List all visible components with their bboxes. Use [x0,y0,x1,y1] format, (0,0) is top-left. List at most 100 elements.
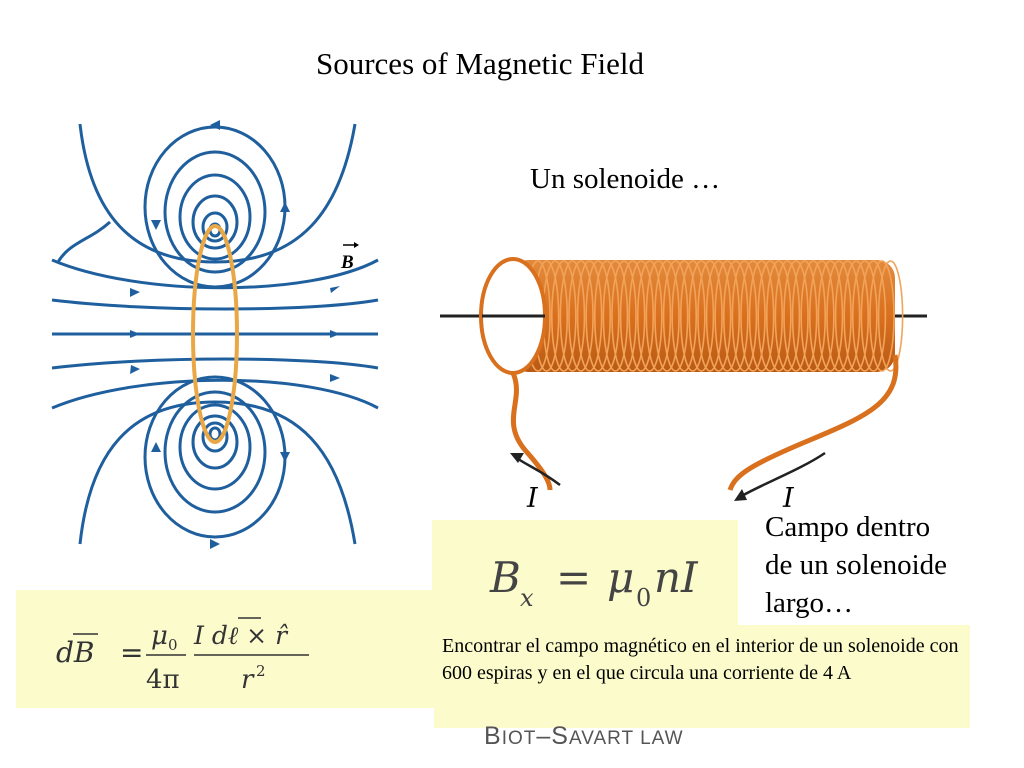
biot-mu: μ [151,621,168,651]
solenoid-caption: Un solenoide … [530,163,721,195]
biot-savart-formula-box: dB = μ 0 4π I dℓ × r̂ r 2 [16,590,436,708]
field-arrow [210,539,220,549]
coil-turn [877,260,904,372]
lead-wire-left [510,371,553,491]
problem-statement: Encontrar el campo magnético en el inter… [434,625,970,728]
svg-text:0: 0 [636,584,651,612]
field-loop [201,421,229,453]
coil-turn [697,260,723,372]
note-line: Campo dentro [765,511,931,543]
coil-turn [602,260,629,372]
current-loop-field-diagram: B [51,120,379,549]
coil-turn [826,260,852,372]
coil-turn [619,260,646,372]
current-label-right: I [782,483,795,514]
coil-turn [611,260,637,372]
field-loop [178,173,252,261]
biot-savart-banner: BIOT–SAVART LAW [484,722,684,750]
biot-r-exp: 2 [256,662,266,680]
field-loop [191,194,239,250]
field-arrow [280,202,290,212]
svg-text:nI: nI [654,553,699,602]
svg-text:x: x [520,584,534,612]
coil-turn [645,260,672,372]
note-line: largo… [765,587,854,619]
biot-lhs: dB [56,636,95,669]
coil-turn [800,260,827,372]
field-arrow [330,374,340,382]
coil-turn [637,260,663,372]
field-line [51,298,379,311]
lead-wire-right [727,354,899,491]
coil-turn [783,260,809,372]
current-arrow-right [739,451,826,499]
field-arrow [130,330,140,338]
biot-denominator: 4π [146,665,180,695]
coil-turn [559,260,586,372]
note-line: de un solenoide [765,549,948,581]
svg-text:B: B [489,553,521,602]
biot-r: r [241,665,255,695]
coil-turn [551,260,577,372]
coil-body [510,260,895,372]
coil-turn [688,260,715,372]
field-line [51,378,379,410]
field-line [78,123,357,264]
coil-turn [705,260,732,372]
biot-equals: = [120,636,143,669]
field-loop [178,403,252,491]
field-arrow [130,288,140,297]
field-line [51,357,379,370]
svg-text:=: = [556,553,591,602]
coil-turn [594,260,620,372]
coil-turn [662,260,689,372]
coil-turn [774,260,801,372]
coil-turn [791,260,818,372]
field-arrow [280,452,290,462]
field-arrow [151,220,161,230]
coil-turn [740,260,766,372]
coil-turn [671,260,697,372]
field-arrow [330,286,340,293]
page-title: Sources of Magnetic Field [315,46,644,81]
field-loop [163,150,267,274]
coil-turn [808,260,835,372]
field-arrow [151,442,161,452]
field-loop [163,390,267,514]
coil-turn [576,260,603,372]
field-loop [191,414,239,470]
svg-text:B: B [340,252,354,273]
coil-turn [731,260,758,372]
solenoid-formula-box: B x = μ 0 nI [432,520,738,632]
field-arrow [330,330,340,338]
coil-turn [679,260,706,372]
field-arrow [130,365,140,374]
coil-turn [714,260,741,372]
coil-turn [765,260,792,372]
coil-turn [817,260,844,372]
coil-turn [757,260,784,372]
coil-turn [843,260,870,372]
coil-turn [851,260,878,372]
coil-turn [834,260,861,372]
field-loop [201,211,229,243]
field-inside-solenoid-note: Campo dentro de un solenoide largo… [765,508,947,622]
coil-turn [568,260,594,372]
current-loop [191,224,239,444]
biot-numerator: I dℓ × r̂ [193,621,289,650]
coil-turn [722,260,749,372]
field-line [51,258,379,290]
coil-turn [654,260,680,372]
biot-mu-sub: 0 [168,636,178,654]
coil-turn [860,260,887,372]
field-arrow [210,120,220,130]
svg-text:μ: μ [607,553,634,602]
coil-turn [869,260,895,372]
field-line [56,220,112,263]
field-line [78,400,357,545]
field-vector-label: B [340,242,359,273]
current-label-left: I [526,483,539,514]
coil-turn [748,260,775,372]
coil-turn [628,260,654,372]
solenoid-diagram: I I [440,257,927,514]
